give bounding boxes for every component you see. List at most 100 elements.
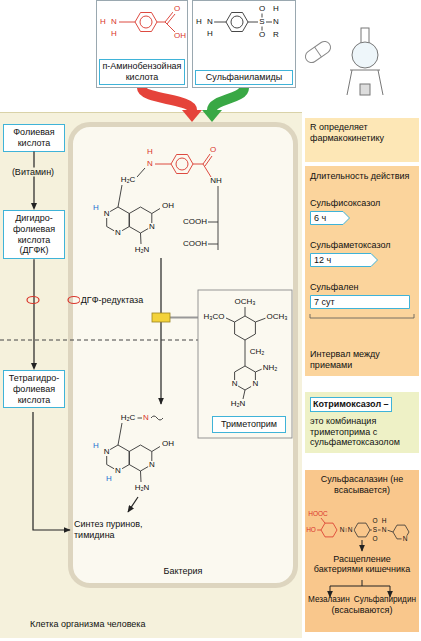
atom-label: H bbox=[272, 5, 280, 13]
dhf-paba-part-part bbox=[176, 158, 188, 170]
paba-structure bbox=[119, 12, 175, 32]
atom-label: H bbox=[195, 18, 203, 26]
label-holder: O bbox=[371, 518, 378, 525]
divider-line-part bbox=[0, 340, 198, 341]
duration-panel-text: Интервал между приемами bbox=[310, 349, 414, 371]
atom-label: H bbox=[92, 204, 100, 212]
reaction-arrows-part bbox=[33, 412, 70, 530]
trimethoprim-structure-part bbox=[245, 340, 246, 366]
pill-icon bbox=[303, 39, 333, 65]
trimethoprim-structure bbox=[198, 290, 292, 438]
inhibitor-block bbox=[152, 313, 198, 322]
label-holder: H bbox=[105, 475, 113, 483]
info-panel-text: это комбинация триметоприма с сульфамето… bbox=[310, 416, 414, 448]
cleavage-arrows-part bbox=[362, 540, 363, 551]
duration-bar-text: Сульфисоксазол bbox=[310, 198, 414, 209]
paba-structure-part bbox=[165, 12, 173, 22]
sulfonamide-structure bbox=[214, 13, 272, 32]
atom-label: CH₂ bbox=[249, 348, 266, 356]
enzyme-symbol bbox=[27, 297, 80, 304]
paba-structure-part bbox=[135, 13, 157, 32]
label-holder: N bbox=[103, 210, 111, 218]
dhf-structure-part bbox=[137, 168, 145, 177]
reaction-arrows bbox=[33, 258, 161, 530]
label-holder: N bbox=[142, 414, 150, 422]
atom-label: COOH bbox=[182, 240, 208, 248]
bar-shape bbox=[311, 211, 350, 224]
atom-label: N bbox=[114, 229, 122, 237]
dhf-structure-part bbox=[152, 209, 160, 214]
label-holder: OCH₃ bbox=[265, 313, 288, 321]
dhf-paba-part-part bbox=[193, 164, 203, 165]
sulfonamide-structure-part bbox=[248, 22, 258, 23]
paba-structure-part bbox=[165, 22, 175, 32]
atom-label: OH bbox=[161, 202, 175, 210]
label-holder: (Витамин) bbox=[11, 168, 55, 177]
label-holder: Синтез пуринов, тимидина bbox=[73, 519, 159, 541]
label-holder: N bbox=[206, 18, 214, 26]
atom-label: NH bbox=[209, 177, 223, 185]
duration-bar: Сульфален7 сут bbox=[310, 282, 414, 309]
atom-label: O bbox=[209, 146, 217, 154]
label-holder: H₂N bbox=[134, 484, 151, 492]
paba-structure-part bbox=[157, 22, 165, 23]
label-holder: N bbox=[381, 527, 388, 534]
duration-bar-text: 12 ч bbox=[310, 253, 378, 267]
atom-label: H bbox=[105, 475, 113, 483]
atom-label: H₂N bbox=[134, 484, 151, 492]
duration-bar: Сульфаметоксазол 12 ч bbox=[310, 240, 414, 267]
thf-structure-part bbox=[118, 423, 122, 445]
label-holder: H bbox=[272, 5, 280, 13]
atom-label: H₃CO bbox=[202, 313, 225, 321]
label-holder: H bbox=[92, 204, 100, 212]
info-panel-text: Котримоксазол – bbox=[310, 397, 392, 412]
info-panel-text: R определяет фармакокинетику bbox=[310, 122, 414, 144]
label-holder: O bbox=[173, 5, 181, 13]
thf-structure bbox=[107, 416, 163, 482]
trimethoprim-structure-part bbox=[255, 318, 266, 322]
label-holder: H bbox=[206, 30, 214, 38]
atom-label: S bbox=[258, 18, 265, 26]
label-holder: H₃CO bbox=[202, 313, 225, 321]
sulfonamide-structure-part bbox=[262, 27, 263, 31]
cleavage-arrows-part bbox=[390, 586, 391, 597]
label-holder: HOOC bbox=[307, 511, 329, 518]
duration-bar: Сульфисоксазол6 ч bbox=[310, 198, 414, 225]
sulfasalazine-structure-part bbox=[321, 523, 337, 537]
atom-label: S bbox=[372, 527, 378, 534]
label-holder: H bbox=[146, 148, 154, 156]
label-holder: N bbox=[114, 467, 122, 475]
atom-label: N bbox=[110, 18, 118, 26]
atom-label: OH bbox=[173, 32, 187, 40]
label-holder: OCH₃ bbox=[233, 298, 256, 306]
atom-label: O bbox=[371, 536, 378, 543]
label-holder: H bbox=[99, 18, 107, 26]
label-holder: H bbox=[381, 518, 388, 525]
atom-label: OCH₃ bbox=[265, 313, 288, 321]
flask-icon-part bbox=[347, 70, 352, 95]
inhibitor-block-part bbox=[170, 317, 198, 319]
atom-label: COOH bbox=[182, 218, 208, 226]
label-holder: OH bbox=[161, 440, 175, 448]
label-holder: H bbox=[110, 30, 118, 38]
label-holder: S bbox=[372, 527, 378, 534]
atom-label: N bbox=[402, 536, 409, 543]
label-holder: OH bbox=[173, 32, 187, 40]
sulfasalazine-structure-part bbox=[321, 518, 325, 523]
drug-label-box: Триметоприм bbox=[212, 416, 286, 433]
reaction-arrows-part bbox=[160, 258, 161, 404]
trimethoprim-structure-part bbox=[243, 390, 245, 399]
atom-label: N bbox=[103, 210, 111, 218]
label-holder: COOH bbox=[182, 240, 208, 248]
duration-bar-text: Сульфаметоксазол bbox=[310, 240, 414, 251]
thf-structure-part bbox=[151, 416, 163, 420]
info-panel: Котримоксазол – это комбинация триметопри… bbox=[305, 392, 419, 453]
atom-label: N bbox=[148, 461, 156, 469]
atom-label: OCH₃ bbox=[233, 298, 256, 306]
atom-label: H₂N bbox=[134, 246, 151, 254]
sulfonamide-structure-part bbox=[266, 22, 272, 23]
pathway-arrow bbox=[212, 88, 244, 110]
label-holder: N bbox=[148, 461, 156, 469]
metabolite-box-text: Тетрагидро-фолиевая кислота bbox=[6, 373, 62, 405]
atom-label: O bbox=[371, 518, 378, 525]
